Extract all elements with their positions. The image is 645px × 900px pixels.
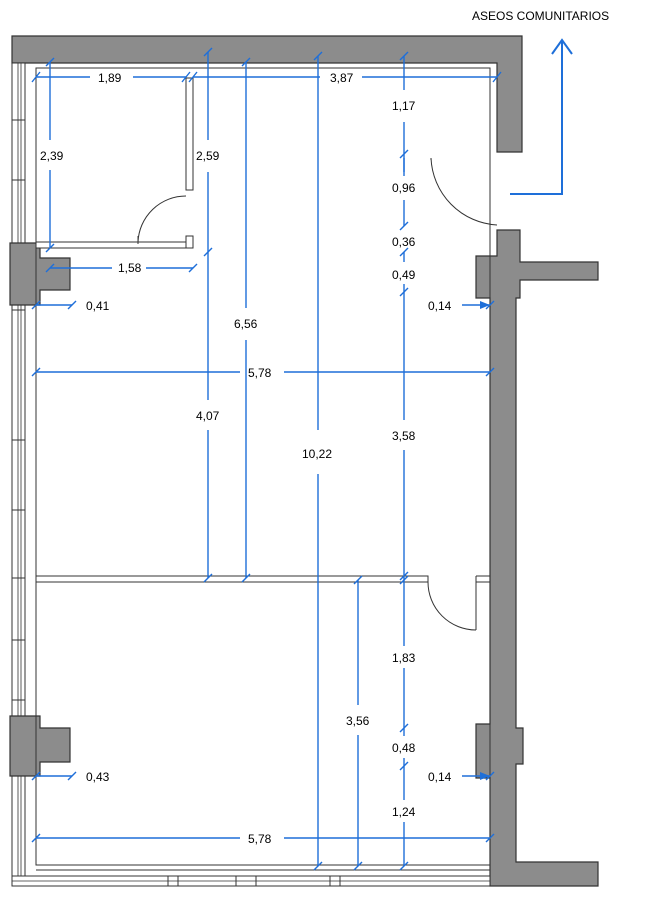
right-wall [475, 229, 599, 887]
dim-5-78-top: 5,78 [248, 366, 272, 380]
small-room-jamb [185, 235, 194, 249]
dim-4-07: 4,07 [196, 409, 220, 423]
dimension-ticks [31, 47, 502, 871]
inner-perimeter [35, 67, 491, 866]
dim-1-17: 1,17 [392, 99, 416, 113]
left-pillar-top [9, 242, 71, 306]
dim-0-41: 0,41 [86, 299, 110, 313]
entrance-door-swing [430, 157, 498, 226]
dim-3-56: 3,56 [346, 714, 370, 728]
dim-0-96: 0,96 [392, 181, 416, 195]
dim-2-39: 2,39 [40, 149, 64, 163]
dim-1-89: 1,89 [98, 71, 122, 85]
interior-lines [35, 67, 498, 871]
dim-0-14-top: 0,14 [428, 299, 452, 313]
arrow-heads [480, 301, 490, 780]
walls [9, 35, 599, 887]
dim-2-59: 2,59 [196, 149, 220, 163]
exit-arrow [510, 42, 563, 195]
middle-door-swing [427, 581, 477, 631]
small-room-door-swing [137, 195, 187, 243]
dim-1-83: 1,83 [392, 651, 416, 665]
left-window-ticks [12, 119, 25, 701]
dim-0-36: 0,36 [392, 235, 416, 249]
dim-10-22: 10,22 [302, 447, 332, 461]
dim-0-49: 0,49 [392, 268, 416, 282]
labels: ASEOS COMUNITARIOS 1,89 3,87 1,17 2,39 2… [40, 9, 609, 846]
dim-0-43: 0,43 [86, 770, 110, 784]
dim-1-24: 1,24 [392, 805, 416, 819]
top-wall [11, 35, 523, 153]
small-room-bottom-partition [35, 241, 194, 249]
dim-3-58: 3,58 [392, 429, 416, 443]
dim-0-48: 0,48 [392, 741, 416, 755]
left-pillar-bottom [9, 715, 71, 777]
dimension-lines [36, 38, 573, 866]
small-room-right-partition [185, 77, 194, 191]
middle-partition [35, 575, 429, 583]
dim-1-58: 1,58 [118, 261, 142, 275]
dim-5-78-bottom: 5,78 [248, 832, 272, 846]
page-title: ASEOS COMUNITARIOS [472, 9, 609, 23]
dim-0-14-bottom: 0,14 [428, 770, 452, 784]
dim-6-56: 6,56 [234, 317, 258, 331]
dim-3-87: 3,87 [330, 71, 354, 85]
